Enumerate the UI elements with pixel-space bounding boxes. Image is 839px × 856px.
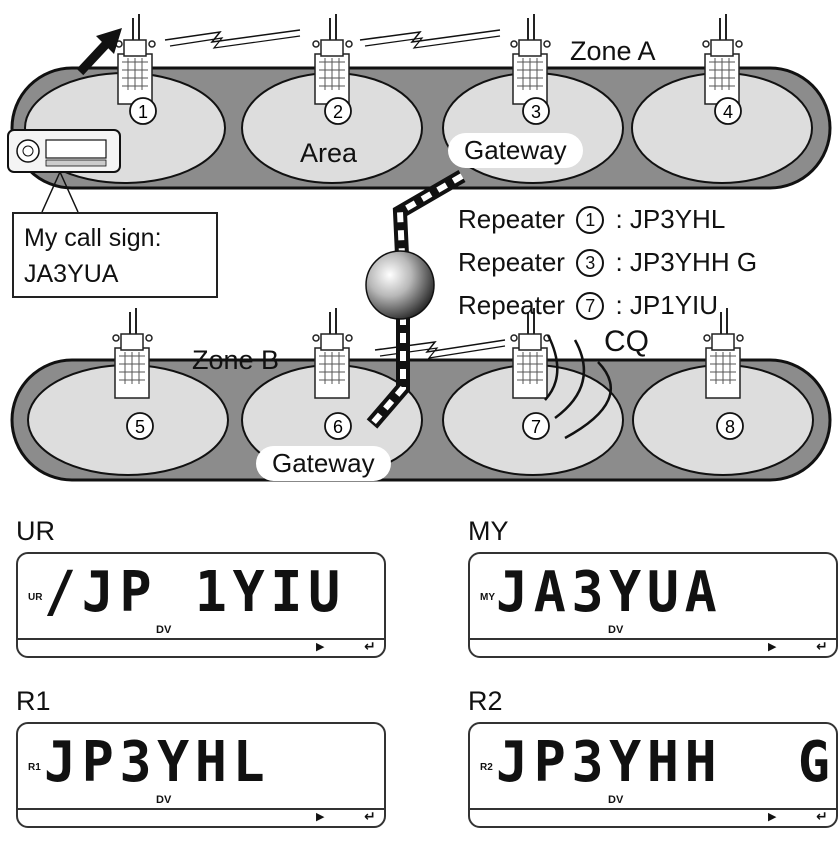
repeater-number: 2 bbox=[333, 102, 343, 122]
repeater-number: 3 bbox=[531, 102, 541, 122]
radio-link-icon bbox=[359, 29, 501, 43]
my-callsign-value: JA3YUA bbox=[24, 260, 119, 288]
lcd-dv-label: DV bbox=[156, 794, 172, 806]
my-callsign-box: My call sign: JA3YUA bbox=[12, 212, 218, 298]
gateway-label-b: Gateway bbox=[256, 446, 391, 481]
r1-lcd-panel: R1 JP3YHL DV ▶ ↵ bbox=[16, 722, 386, 828]
lcd-segment-text: JA3YUA bbox=[496, 560, 723, 625]
repeater-call: JP3YHL bbox=[629, 204, 726, 234]
lcd-dv-label: DV bbox=[608, 624, 624, 636]
radio-link-icon bbox=[374, 339, 506, 354]
repeater-prefix: Repeater bbox=[458, 290, 565, 320]
repeater-number: 1 bbox=[138, 102, 148, 122]
repeater-num: 7 bbox=[576, 292, 605, 320]
radio-link-icon bbox=[169, 35, 301, 49]
repeater-num: 1 bbox=[576, 206, 605, 234]
play-icon: ▶ bbox=[768, 641, 777, 653]
cq-wave-icon bbox=[564, 361, 613, 440]
repeater-number: 8 bbox=[725, 417, 735, 437]
repeater-row: Repeater 1 : JP3YHL bbox=[458, 198, 757, 241]
enter-icon: ↵ bbox=[364, 638, 376, 654]
cq-label: CQ bbox=[604, 325, 649, 358]
play-icon: ▶ bbox=[316, 811, 325, 823]
repeater-number: 5 bbox=[135, 417, 145, 437]
repeater-list: Repeater 1 : JP3YHL Repeater 3 : JP3YHH … bbox=[458, 198, 757, 327]
internet-sphere-icon bbox=[365, 250, 435, 320]
repeater-row: Repeater 3 : JP3YHH G bbox=[458, 241, 757, 284]
repeater-call: JP1YIU bbox=[629, 290, 719, 320]
lcd-segment-text: JP3YHL bbox=[44, 730, 271, 795]
lcd-divider bbox=[18, 808, 384, 810]
repeater-tower-icon bbox=[510, 13, 551, 105]
my-heading: MY bbox=[468, 516, 509, 546]
lcd-tag: R2 bbox=[480, 762, 493, 773]
enter-icon: ↵ bbox=[364, 808, 376, 824]
repeater-number: 6 bbox=[333, 417, 343, 437]
lcd-tag: MY bbox=[480, 592, 495, 603]
zone-b-label: Zone B bbox=[192, 345, 280, 375]
repeater-number: 4 bbox=[723, 102, 733, 122]
repeater-number: 7 bbox=[531, 417, 541, 437]
radio-link-icon bbox=[364, 35, 501, 49]
lcd-divider bbox=[470, 638, 836, 640]
repeater-prefix: Repeater bbox=[458, 247, 565, 277]
repeater-tower-icon bbox=[312, 13, 353, 105]
repeater-sep: : bbox=[615, 290, 623, 320]
repeater-tower-icon bbox=[312, 307, 353, 399]
play-icon: ▶ bbox=[316, 641, 325, 653]
repeater-row: Repeater 7 : JP1YIU bbox=[458, 284, 757, 327]
cq-wave-icon bbox=[544, 334, 559, 401]
r2-heading: R2 bbox=[468, 686, 503, 716]
ur-heading: UR bbox=[16, 516, 55, 546]
repeater-tower-icon bbox=[112, 307, 153, 399]
zone-a-label: Zone A bbox=[570, 36, 656, 66]
r2-lcd-panel: R2 JP3YHH G DV ▶ ↵ bbox=[468, 722, 838, 828]
gateway-label-a: Gateway bbox=[448, 133, 583, 168]
lcd-tag: UR bbox=[28, 592, 43, 603]
enter-icon: ↵ bbox=[816, 808, 828, 824]
repeater-call: JP3YHH G bbox=[629, 247, 758, 277]
my-callsign-caption: My call sign: bbox=[24, 224, 162, 252]
lcd-tag: R1 bbox=[28, 762, 41, 773]
lcd-divider bbox=[18, 638, 384, 640]
area-label: Area bbox=[300, 138, 358, 168]
repeater-sep: : bbox=[615, 204, 623, 234]
direction-arrow-icon bbox=[96, 28, 122, 54]
lcd-segment-text: JP3YHH G bbox=[496, 730, 836, 795]
repeater-num: 3 bbox=[576, 249, 605, 277]
ur-lcd-panel: UR /JP 1YIU DV ▶ ↵ bbox=[16, 552, 386, 658]
repeater-sep: : bbox=[615, 247, 623, 277]
cq-wave-icon bbox=[554, 339, 586, 420]
r1-heading: R1 bbox=[16, 686, 51, 716]
my-lcd-panel: MY JA3YUA DV ▶ ↵ bbox=[468, 552, 838, 658]
lcd-dv-label: DV bbox=[608, 794, 624, 806]
lcd-dv-label: DV bbox=[156, 624, 172, 636]
play-icon: ▶ bbox=[768, 811, 777, 823]
repeater-prefix: Repeater bbox=[458, 204, 565, 234]
lcd-segment-text: /JP 1YIU bbox=[44, 560, 346, 625]
radio-transceiver-icon bbox=[7, 129, 121, 213]
radio-link-icon bbox=[164, 29, 301, 43]
repeater-tower-icon bbox=[115, 13, 156, 105]
enter-icon: ↵ bbox=[816, 638, 828, 654]
lcd-divider bbox=[470, 808, 836, 810]
repeater-tower-icon bbox=[702, 13, 743, 105]
